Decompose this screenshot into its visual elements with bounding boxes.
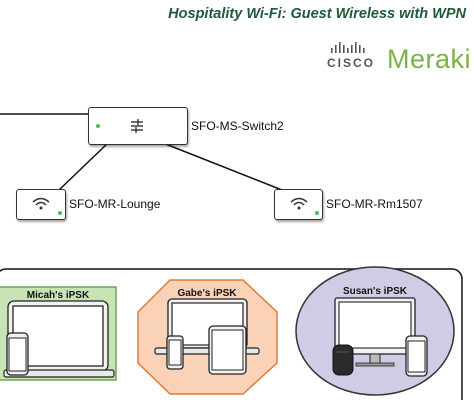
switch-arrows-icon bbox=[131, 119, 143, 133]
wifi-icon bbox=[290, 197, 308, 210]
micah-group-title: Micah's iPSK bbox=[26, 290, 90, 301]
link-switch-lounge bbox=[58, 142, 109, 191]
ap-room-label: SFO-MR-Rm1507 bbox=[326, 197, 423, 211]
ap-lounge-label: SFO-MR-Lounge bbox=[69, 197, 161, 211]
switch-label: SFO-MS-Switch2 bbox=[191, 119, 284, 133]
smartphone-icon bbox=[6, 332, 29, 376]
status-led bbox=[58, 211, 62, 215]
meraki-wordmark: Meraki bbox=[387, 44, 472, 74]
switch-device[interactable] bbox=[88, 107, 188, 145]
susan-group-title: Susan's iPSK bbox=[342, 286, 408, 297]
cisco-meraki-logo bbox=[320, 40, 470, 74]
status-led bbox=[96, 124, 100, 128]
smartphone-icon bbox=[405, 335, 428, 377]
smart-speaker-icon bbox=[332, 344, 354, 376]
ap-room-device[interactable] bbox=[274, 189, 323, 220]
cisco-wordmark: CISCO bbox=[327, 56, 376, 70]
ap-lounge-device[interactable] bbox=[16, 189, 66, 220]
gabe-group-title: Gabe's iPSK bbox=[177, 288, 237, 299]
tablet-icon bbox=[208, 325, 247, 375]
diagram-title: Hospitality Wi-Fi: Guest Wireless with W… bbox=[168, 6, 466, 22]
status-led bbox=[315, 211, 319, 215]
monitor-icon bbox=[334, 297, 416, 367]
wifi-icon bbox=[32, 197, 50, 210]
smartphone-icon bbox=[166, 335, 184, 370]
link-switch-room bbox=[162, 142, 283, 191]
